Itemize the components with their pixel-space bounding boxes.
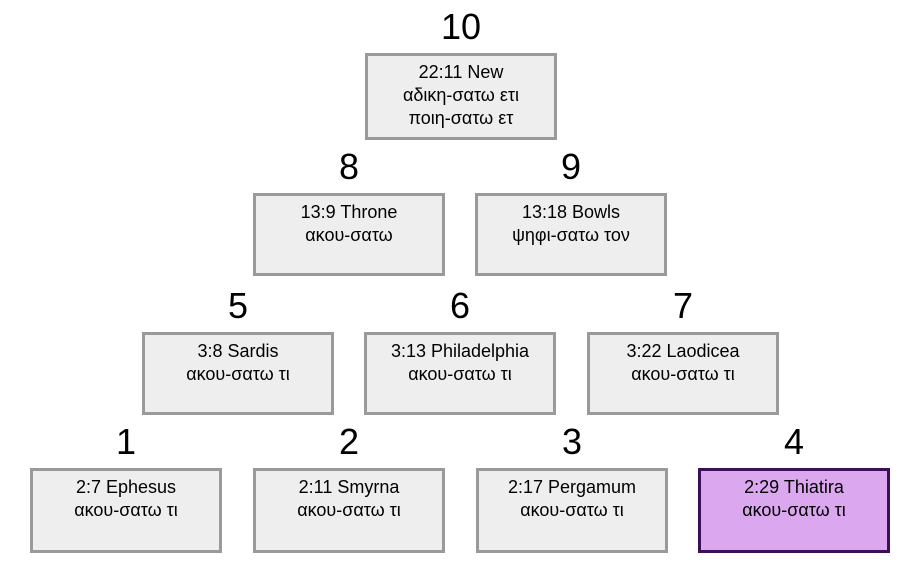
node-greek-text: ποιη-σατω ετ <box>408 108 514 128</box>
node-greek-text: ακου-σατω τι <box>186 364 290 384</box>
node-reference: 3:8 Sardis <box>197 341 279 361</box>
node-greek-text: ακου-σατω <box>305 225 393 245</box>
node-number: 3 <box>561 421 583 462</box>
node-reference: 22:11 New <box>418 62 504 82</box>
node-3-pergamum[interactable]: 3 2:17 Pergamum ακου-σατω τι <box>476 423 668 553</box>
node-6-philadelphia[interactable]: 6 3:13 Philadelphia ακου-σατω τι <box>364 287 556 415</box>
node-number: 10 <box>440 6 482 47</box>
node-reference: 2:17 Pergamum <box>507 477 637 497</box>
node-greek-text: αδικη-σατω ετι <box>403 85 519 105</box>
node-greek-text: ακου-σατω τι <box>631 364 735 384</box>
node-greek-text: ακου-σατω τι <box>74 500 178 520</box>
node-reference: 2:7 Ephesus <box>75 477 177 497</box>
node-reference: 13:9 Throne <box>300 202 398 222</box>
node-reference: 2:11 Smyrna <box>298 477 400 497</box>
node-7-laodicea[interactable]: 7 3:22 Laodicea ακου-σατω τι <box>587 287 779 415</box>
node-greek-text: ακου-σατω τι <box>297 500 401 520</box>
node-number: 6 <box>449 285 471 326</box>
node-number: 5 <box>227 285 249 326</box>
node-number: 8 <box>338 146 360 187</box>
node-2-smyrna[interactable]: 2 2:11 Smyrna ακου-σατω τι <box>253 423 445 553</box>
node-reference: 13:18 Bowls <box>521 202 621 222</box>
node-greek-text: ακου-σατω τι <box>408 364 512 384</box>
node-greek-text: ακου-σατω τι <box>520 500 624 520</box>
node-5-sardis[interactable]: 5 3:8 Sardis ακου-σατω τι <box>142 287 334 415</box>
node-10-new[interactable]: 10 22:11 New αδικη-σατω ετι ποιη-σατω ετ <box>365 8 557 140</box>
node-1-ephesus[interactable]: 1 2:7 Ephesus ακου-σατω τι <box>30 423 222 553</box>
node-number: 9 <box>560 146 582 187</box>
node-reference: 2:29 Thiatira <box>744 477 844 497</box>
node-number: 2 <box>338 421 360 462</box>
node-4-thiatira-selected[interactable]: 4 2:29 Thiatira ακου-σατω τι <box>698 423 890 553</box>
node-reference: 3:22 Laodicea <box>626 341 740 361</box>
node-reference: 3:13 Philadelphia <box>390 341 530 361</box>
node-number: 7 <box>672 285 694 326</box>
node-9-bowls[interactable]: 9 13:18 Bowls ψηφι-σατω τον <box>475 148 667 276</box>
node-number: 4 <box>783 421 805 462</box>
node-8-throne[interactable]: 8 13:9 Throne ακου-σατω <box>253 148 445 276</box>
node-greek-text: ψηφι-σατω τον <box>512 225 630 245</box>
node-greek-text: ακου-σατω τι <box>742 500 846 520</box>
node-number: 1 <box>115 421 137 462</box>
